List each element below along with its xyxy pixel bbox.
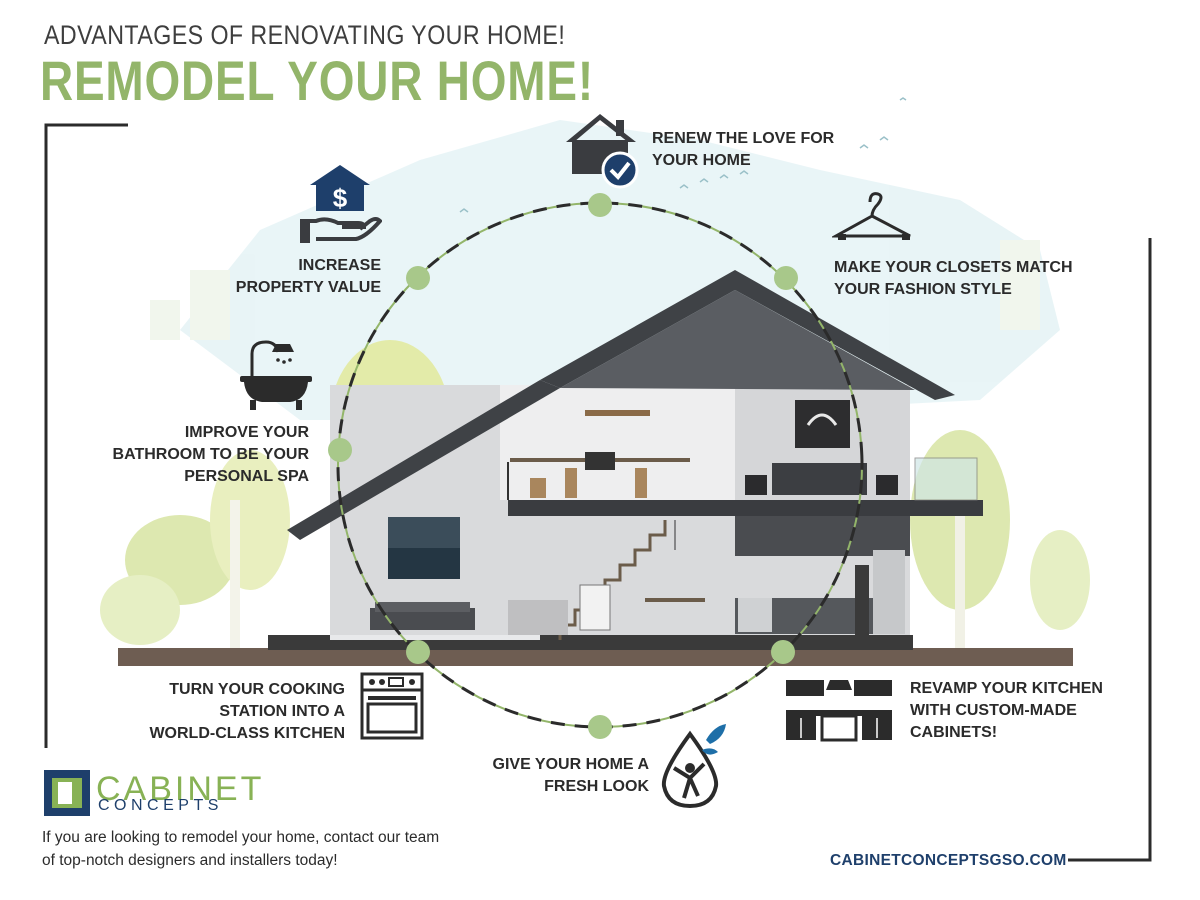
label-cabinets-line2: WITH CUSTOM-MADE: [910, 702, 1077, 719]
footer-cta-line1: If you are looking to remodel your home,…: [42, 829, 440, 846]
house-check-icon: [566, 114, 639, 189]
label-cabinets-line1: REVAMP YOUR KITCHEN: [910, 680, 1103, 697]
footer-cta: If you are looking to remodel your home,…: [42, 826, 502, 872]
brand-name-line2: CONCEPTS: [98, 797, 223, 814]
page-title: REMODEL YOUR HOME!: [40, 49, 594, 112]
label-cooking-line1: TURN YOUR COOKING: [169, 681, 345, 698]
fresh-drop-icon: [661, 724, 726, 808]
frame-left: [44, 123, 128, 748]
website-link[interactable]: CABINETCONCEPTSGSO.COM: [830, 852, 1067, 869]
oven-icon: [360, 672, 424, 740]
dollar-house-hand-icon: $: [300, 165, 382, 243]
label-property-value: INCREASE PROPERTY VALUE: [236, 255, 381, 299]
label-closets: MAKE YOUR CLOSETS MATCH YOUR FASHION STY…: [834, 257, 1073, 301]
birds: [459, 97, 907, 213]
label-cabinets: REVAMP YOUR KITCHEN WITH CUSTOM-MADE CAB…: [910, 678, 1103, 744]
label-property-line2: PROPERTY VALUE: [235, 279, 381, 296]
label-bathroom: IMPROVE YOUR BATHROOM TO BE YOUR PERSONA…: [113, 422, 309, 488]
label-fresh-look: GIVE YOUR HOME A FRESH LOOK: [493, 754, 649, 798]
footer-cta-line2: of top-notch designers and installers to…: [42, 852, 338, 869]
cabinet-concepts-logo: [44, 770, 90, 816]
hanger-icon: [832, 192, 911, 240]
svg-text:$: $: [333, 183, 348, 213]
label-cooking: TURN YOUR COOKING STATION INTO A WORLD-C…: [149, 679, 345, 745]
frame-right: [1068, 238, 1152, 862]
subtitle: ADVANTAGES OF RENOVATING YOUR HOME!: [44, 20, 566, 50]
brand-name-line1: CABINET: [96, 770, 265, 808]
label-closets-line1: MAKE YOUR CLOSETS MATCH: [834, 259, 1073, 276]
label-cabinets-line3: CABINETS!: [910, 724, 998, 741]
label-bath-line2: BATHROOM TO BE YOUR: [112, 446, 309, 463]
label-closets-line2: YOUR FASHION STYLE: [834, 281, 1012, 298]
label-renew-line2: YOUR HOME: [652, 152, 751, 169]
label-cooking-line2: STATION INTO A: [219, 703, 345, 720]
kitchen-cabinets-icon: [786, 680, 892, 742]
label-renew-line1: RENEW THE LOVE FOR: [652, 130, 835, 147]
bathtub-shower-icon: [240, 340, 312, 410]
house: [287, 270, 983, 640]
label-fresh-line2: FRESH LOOK: [544, 778, 649, 795]
label-renew: RENEW THE LOVE FOR YOUR HOME: [652, 128, 834, 172]
ring-nodes: [328, 193, 798, 739]
label-property-line1: INCREASE: [298, 257, 381, 274]
label-fresh-line1: GIVE YOUR HOME A: [492, 756, 649, 773]
ground: [118, 648, 1073, 666]
label-bath-line1: IMPROVE YOUR: [184, 424, 309, 441]
label-cooking-line3: WORLD-CLASS KITCHEN: [149, 725, 345, 742]
label-bath-line3: PERSONAL SPA: [184, 468, 309, 485]
